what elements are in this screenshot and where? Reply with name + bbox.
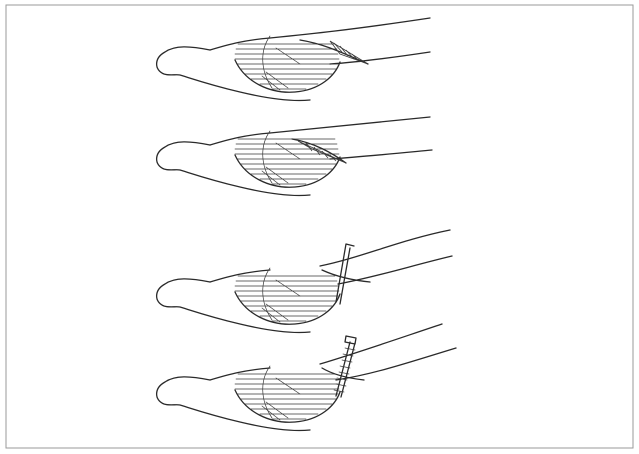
shaded-repair-region (330, 41, 368, 64)
panel-4 (157, 324, 456, 431)
bone-muscle-drawing (157, 131, 340, 196)
panel-2 (157, 117, 432, 196)
upper-tendon (320, 230, 450, 266)
panel-3 (157, 230, 452, 333)
lower-tendon (330, 150, 432, 159)
bone-muscle-drawing (157, 36, 340, 101)
figure-frame (6, 5, 633, 448)
bone-muscle-drawing (157, 366, 340, 431)
panel-1 (157, 18, 430, 101)
bone-muscle-drawing (157, 268, 340, 333)
screw-implant (334, 336, 356, 397)
upper-tendon (270, 18, 430, 38)
upper-tendon (270, 117, 430, 133)
bent-wire-implant (336, 244, 354, 304)
